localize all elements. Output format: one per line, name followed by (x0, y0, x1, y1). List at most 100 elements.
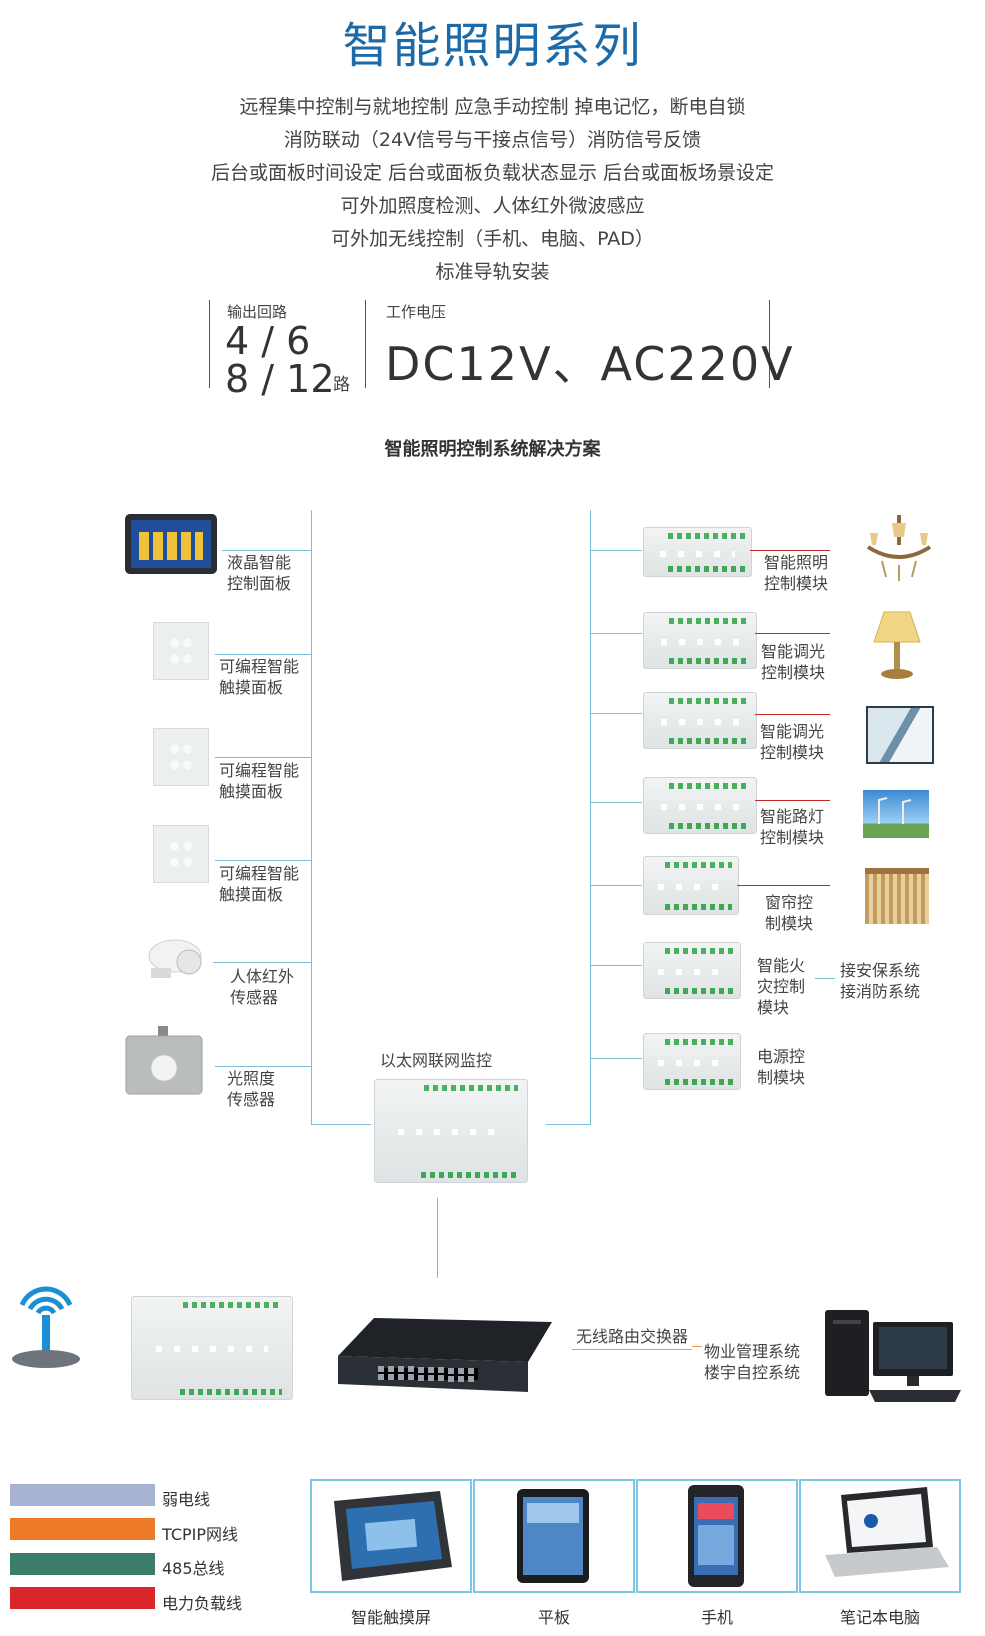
touch-panel-icon (153, 622, 209, 680)
street-light-module (643, 777, 757, 834)
page-title: 智能照明系列 (342, 18, 643, 74)
left-connector-2 (215, 654, 311, 655)
left-connector-5 (213, 962, 311, 963)
right-connector-4 (590, 802, 642, 803)
power-control-module (643, 1033, 741, 1090)
laptop-icon (825, 1487, 949, 1577)
feature-line-3: 后台或面板时间设定 后台或面板负载状态显示 后台或面板场景设定 (210, 162, 775, 184)
phone-icon (688, 1485, 744, 1587)
lighting-control-module (643, 527, 752, 577)
dimming-control-module (643, 612, 757, 669)
legend-swatch-485 (10, 1553, 155, 1575)
fire-links: 接安保系统接消防系统 (840, 961, 921, 1001)
fire-control-module (643, 942, 741, 999)
legend-label-power: 电力负载线 (162, 1594, 243, 1613)
left-device-3-label: 可编程智能触摸面板 (219, 761, 300, 801)
desktop-computer-icon (823, 1310, 963, 1404)
network-switch-icon (338, 1316, 552, 1394)
spec-divider-mid (365, 300, 366, 388)
left-connector-3 (215, 757, 311, 758)
terminal-label-laptop: 笔记本电脑 (839, 1608, 920, 1627)
ethernet-label: 以太网联网监控 (380, 1051, 493, 1070)
feature-line-6: 标准导轨安装 (435, 261, 550, 283)
terminal-card-phone (636, 1479, 798, 1593)
terminal-label-phone: 手机 (700, 1608, 733, 1627)
tablet-icon (517, 1489, 589, 1583)
wireless-signal-icon (8, 1265, 84, 1369)
feature-line-5: 可外加无线控制（手机、电脑、PAD） (331, 228, 654, 250)
right-module-1-label: 智能照明控制模块 (764, 553, 829, 593)
terminal-label-tablet: 平板 (537, 1608, 570, 1627)
left-connector-4 (215, 860, 311, 861)
terminal-card-touchscreen (310, 1479, 472, 1593)
spec-divider-right (769, 300, 770, 388)
legend-label-485: 485总线 (162, 1559, 225, 1578)
terminal-card-laptop (799, 1479, 961, 1593)
legend-swatch-tcpip (10, 1518, 155, 1540)
table-lamp-icon (872, 608, 922, 682)
right-module-6-label: 智能火灾控制模块 (757, 956, 806, 1017)
chandelier-icon (862, 515, 936, 581)
left-device-6-label: 光照度传感器 (227, 1069, 276, 1109)
right-connector-7 (590, 1058, 642, 1059)
power-line-3 (755, 714, 830, 715)
tcpip-line-stub (692, 1346, 702, 1347)
mgmt-labels: 物业管理系统楼宇自控系统 (704, 1342, 801, 1382)
dimming-control-module (643, 692, 757, 749)
terminal-label-touchscreen: 智能触摸屏 (350, 1608, 431, 1627)
diagram-title: 智能照明控制系统解决方案 (384, 439, 601, 460)
glass-partition-icon (866, 706, 934, 764)
ethernet-gateway-module (374, 1079, 528, 1183)
lcd-panel-icon (125, 514, 217, 574)
right-module-2-label: 智能调光控制模块 (761, 642, 826, 682)
left-device-4-label: 可编程智能触摸面板 (219, 864, 300, 904)
touch-panel-icon (153, 825, 209, 883)
tcpip-line-to-mgmt (572, 1349, 692, 1350)
output-values-1: 4 / 6 (225, 319, 311, 363)
power-line-5 (737, 885, 830, 886)
power-line-4 (755, 800, 830, 801)
terminal-card-tablet (473, 1479, 635, 1593)
legend-label-tcpip: TCPIP网线 (162, 1525, 239, 1544)
touchscreen-icon (334, 1491, 452, 1581)
right-connector-6 (590, 965, 642, 966)
right-bus-to-gateway (546, 1124, 591, 1125)
voltage-label: 工作电压 (386, 303, 447, 321)
feature-line-2: 消防联动（24V信号与干接点信号）消防信号反馈 (283, 129, 702, 151)
feature-line-4: 可外加照度检测、人体红外微波感应 (340, 195, 645, 217)
output-unit: 路 (333, 375, 350, 395)
street-lamp-icon (863, 790, 929, 838)
right-module-3-label: 智能调光控制模块 (760, 722, 825, 762)
fire-link-line (815, 978, 835, 979)
feature-line-1: 远程集中控制与就地控制 应急手动控制 掉电记忆，断电自锁 (239, 96, 746, 118)
wireless-gateway-module (131, 1296, 293, 1400)
light-sensor-icon (118, 1024, 210, 1100)
touch-panel-icon (153, 728, 209, 786)
left-device-5-label: 人体红外传感器 (230, 967, 295, 1007)
power-line-2 (755, 633, 830, 634)
right-module-7-label: 电源控制模块 (757, 1047, 806, 1087)
left-bus-to-gateway (311, 1124, 371, 1125)
right-connector-2 (590, 633, 642, 634)
right-module-5-label: 窗帘控制模块 (765, 893, 814, 933)
right-connector-3 (590, 713, 642, 714)
output-label: 输出回路 (227, 303, 288, 321)
left-connector-6 (215, 1066, 311, 1067)
right-module-4-label: 智能路灯控制模块 (760, 807, 825, 847)
tcpip-line-vertical (437, 1198, 438, 1278)
pir-sensor-icon (145, 934, 213, 984)
power-line-1 (750, 550, 830, 551)
legend-swatch-weak (10, 1484, 155, 1506)
right-bus-line (590, 510, 591, 1125)
output-values-2: 8 / 12 (225, 357, 335, 401)
spec-divider-left (209, 300, 210, 388)
left-bus-line (311, 510, 312, 1125)
legend-swatch-power (10, 1587, 155, 1609)
router-label: 无线路由交换器 (576, 1327, 689, 1346)
left-connector-1 (222, 550, 311, 551)
voltage-value: DC12V、AC220V (385, 337, 795, 391)
right-connector-1 (590, 550, 642, 551)
legend-label-weak: 弱电线 (162, 1490, 211, 1509)
curtain-control-module (643, 856, 739, 915)
left-device-2-label: 可编程智能触摸面板 (219, 657, 300, 697)
